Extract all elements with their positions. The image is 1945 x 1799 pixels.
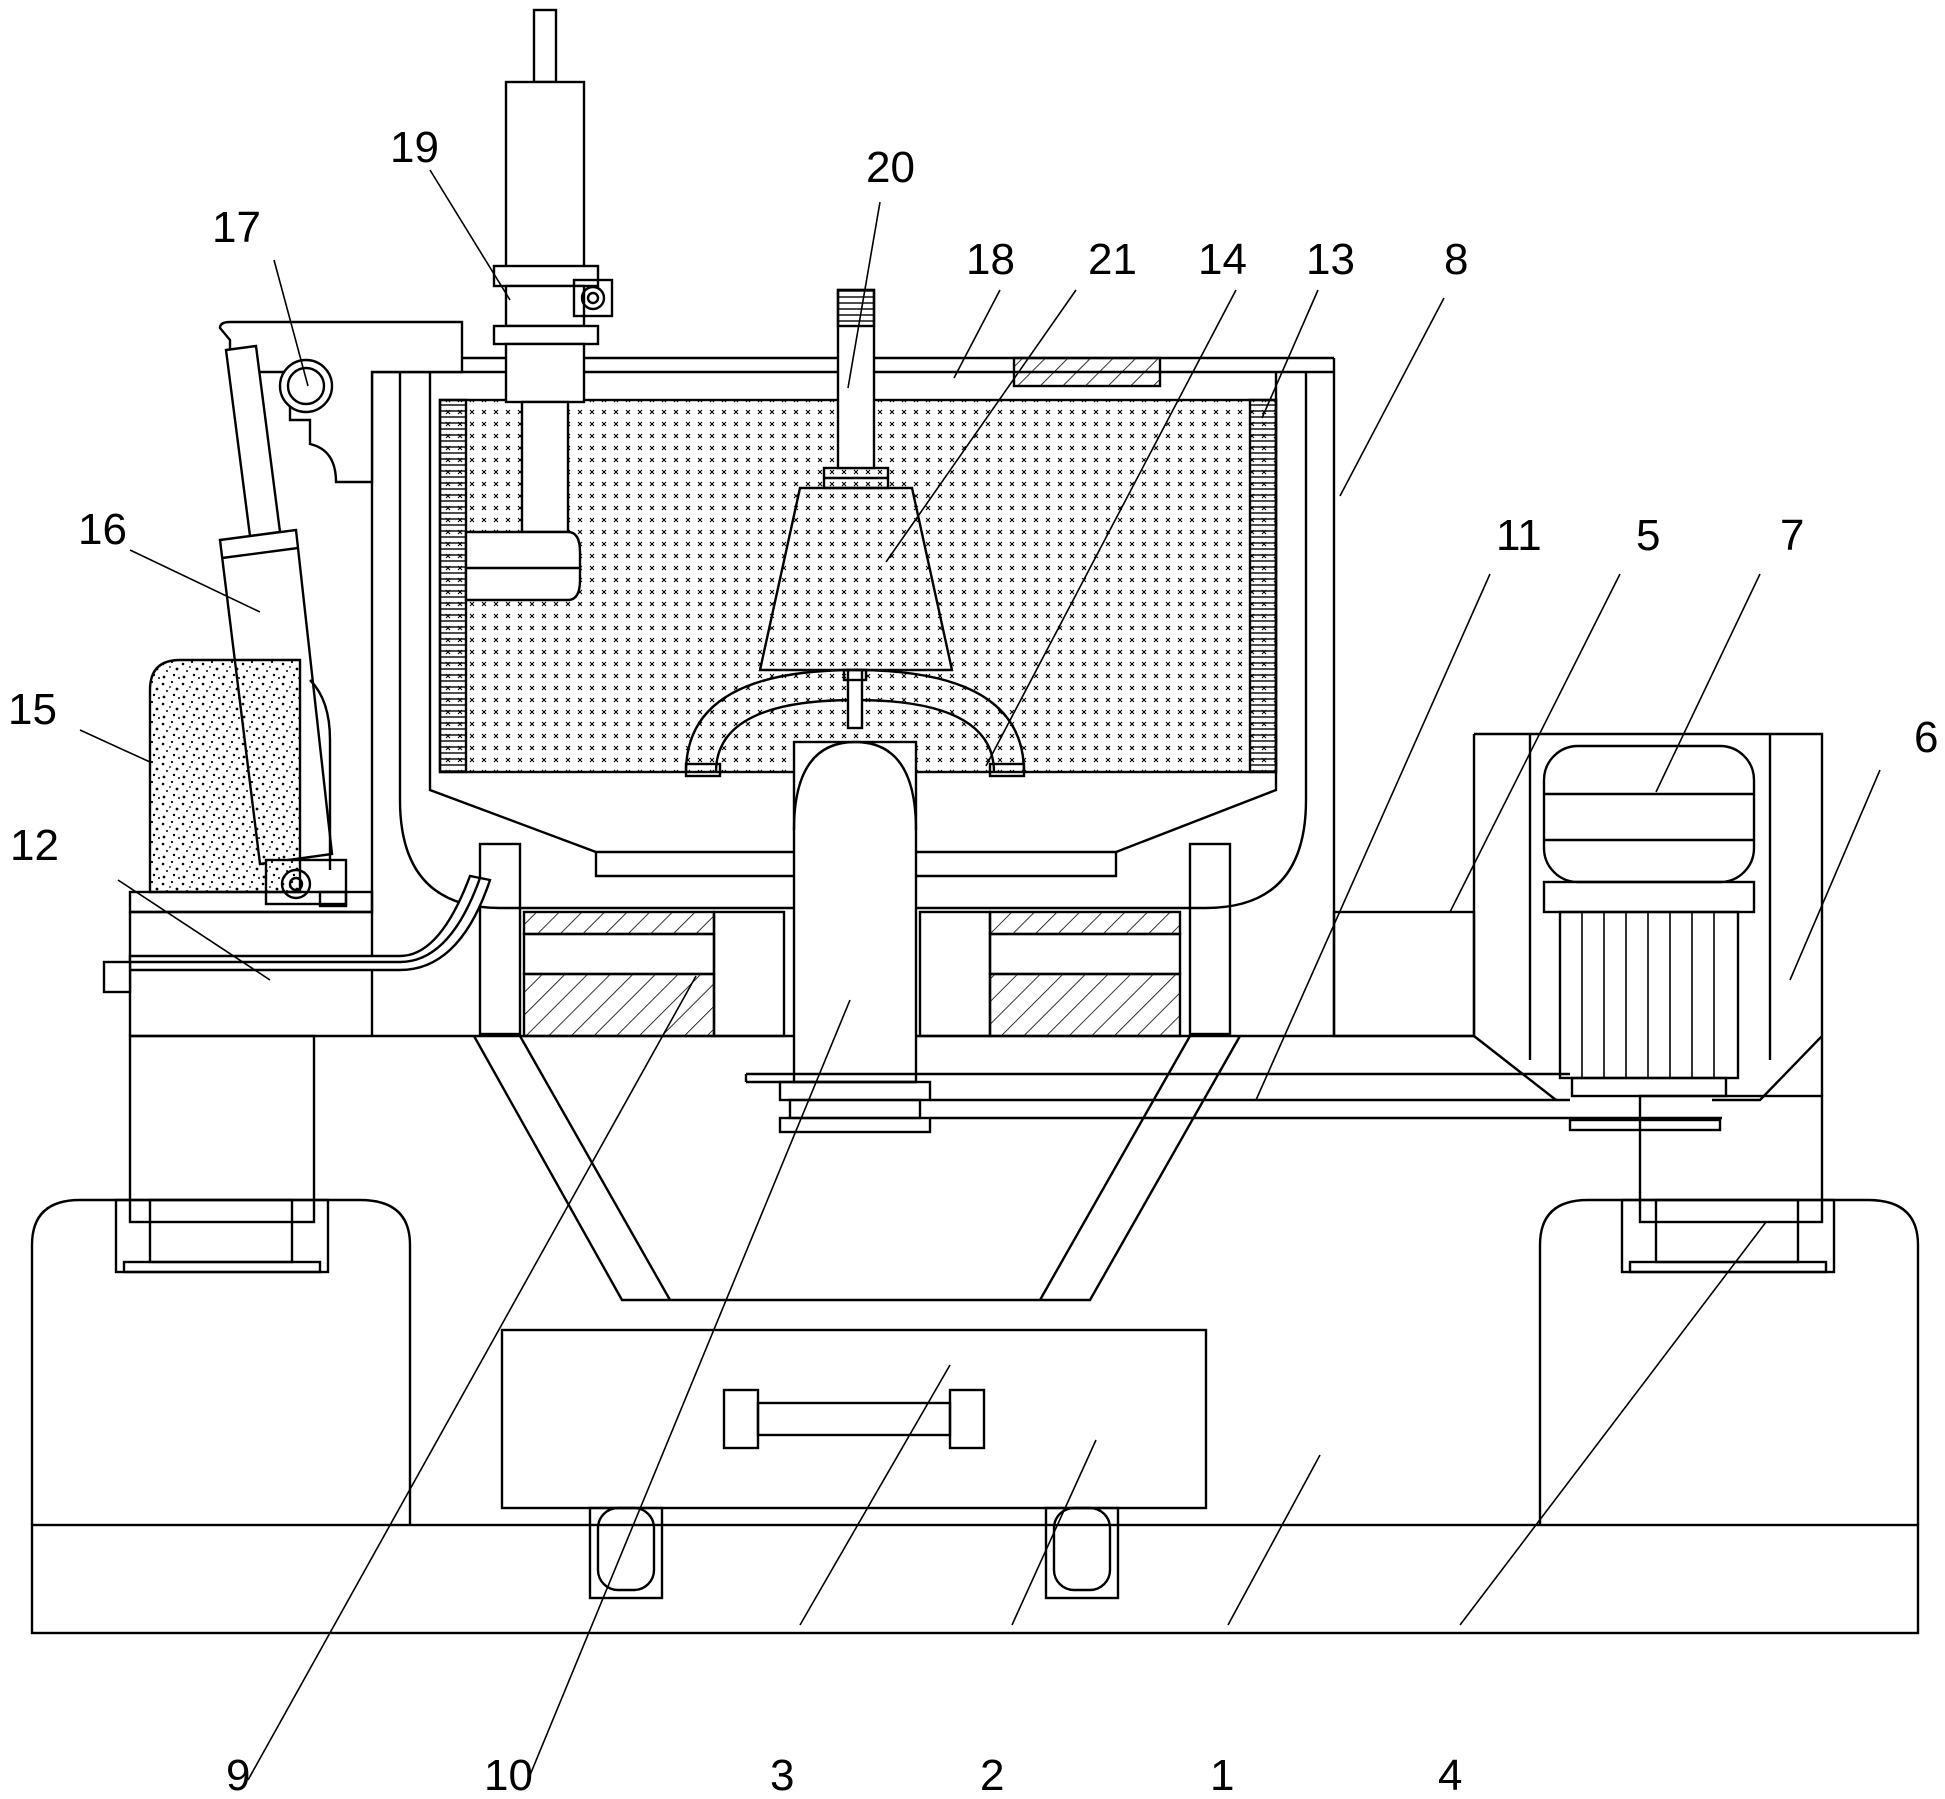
label-20: 20: [866, 143, 915, 192]
label-18: 18: [966, 235, 1015, 284]
label-17: 17: [212, 203, 261, 252]
motor: [1542, 744, 1756, 1132]
label-7: 7: [1780, 511, 1804, 560]
label-3: 3: [770, 1751, 794, 1799]
label-4: 4: [1438, 1751, 1462, 1799]
belt: [916, 1072, 1722, 1120]
drawer: [500, 1328, 1208, 1510]
feed-pipe: [836, 288, 876, 470]
shock-feet: [114, 1198, 1836, 1274]
label-1: 1: [1210, 1751, 1234, 1799]
lid-window: [1012, 356, 1162, 388]
wheels: [588, 1506, 1120, 1600]
label-8: 8: [1444, 235, 1468, 284]
label-5: 5: [1636, 511, 1660, 560]
label-15: 15: [8, 685, 57, 734]
leader-lines: [79, 169, 1881, 1781]
discharge-pipe: [102, 874, 492, 994]
label-12: 12: [10, 821, 59, 870]
label-10: 10: [484, 1751, 533, 1799]
left-support-column: [128, 1034, 316, 1224]
label-6: 6: [1914, 713, 1938, 762]
base-plate: [30, 1198, 1920, 1635]
label-16: 16: [78, 505, 127, 554]
part-labels: 1 2 3 4 5 6 7 8 9 10 11 12 13 14 15 16 1…: [8, 123, 1938, 1799]
label-19: 19: [390, 123, 439, 172]
pivot-bracket: [218, 320, 464, 484]
central-shaft: [744, 740, 932, 1134]
bearing-blocks: [522, 910, 1182, 1038]
label-21: 21: [1088, 235, 1137, 284]
label-14: 14: [1198, 235, 1247, 284]
label-11: 11: [1496, 511, 1542, 560]
speckled-block-edge: [309, 679, 332, 870]
label-13: 13: [1306, 235, 1355, 284]
speckled-block: [148, 658, 302, 894]
lower-hopper: [472, 1035, 1242, 1302]
label-2: 2: [980, 1751, 1004, 1799]
right-frame: [1472, 732, 1824, 1224]
label-9: 9: [226, 1751, 250, 1799]
scraper-cylinder: [464, 8, 614, 602]
